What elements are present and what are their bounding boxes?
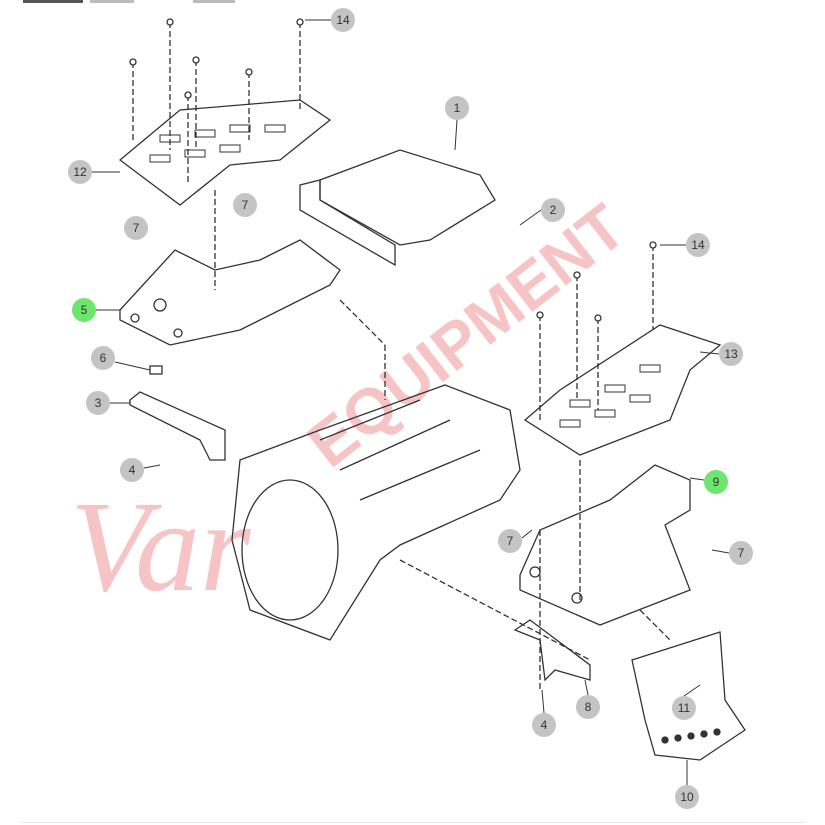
bracket-3 bbox=[129, 391, 226, 461]
plate-12 bbox=[118, 99, 332, 206]
bolts bbox=[132, 22, 301, 290]
bracket-5 bbox=[119, 239, 341, 346]
tray-10-holes bbox=[661, 728, 721, 744]
callout-6[interactable]: 6 bbox=[91, 346, 115, 370]
bracket-9 bbox=[519, 464, 691, 626]
callout-13[interactable]: 13 bbox=[719, 342, 743, 366]
callout-3[interactable]: 3 bbox=[86, 391, 110, 415]
callout-7[interactable]: 7 bbox=[498, 529, 522, 553]
bracket-8 bbox=[513, 619, 591, 682]
bolt-heads bbox=[129, 18, 304, 99]
callout-2[interactable]: 2 bbox=[541, 198, 565, 222]
tab-bar-gray[interactable] bbox=[90, 0, 134, 3]
callout-12[interactable]: 12 bbox=[68, 160, 92, 184]
tab-bar-dark[interactable] bbox=[23, 0, 83, 3]
pad-6 bbox=[149, 365, 163, 375]
plate-13-slots bbox=[559, 364, 661, 428]
callout-10[interactable]: 10 bbox=[675, 785, 699, 809]
callout-8[interactable]: 8 bbox=[576, 695, 600, 719]
leader-lines bbox=[92, 19, 730, 785]
cover-1 bbox=[319, 149, 496, 246]
callout-14[interactable]: 14 bbox=[686, 233, 710, 257]
callout-7[interactable]: 7 bbox=[729, 541, 753, 565]
callout-5[interactable]: 5 bbox=[72, 298, 96, 322]
callout-4[interactable]: 4 bbox=[120, 458, 144, 482]
watermark-block: EQUIPMENT bbox=[294, 190, 638, 481]
plate-12-slots bbox=[149, 124, 286, 163]
divider bbox=[20, 822, 805, 823]
plate-13 bbox=[523, 324, 722, 456]
tab-bar-gray[interactable] bbox=[193, 0, 235, 3]
callout-7[interactable]: 7 bbox=[233, 193, 257, 217]
watermark-script: Var bbox=[70, 475, 251, 619]
transmission-housing bbox=[231, 384, 521, 641]
callout-9[interactable]: 9 bbox=[704, 470, 728, 494]
callout-14[interactable]: 14 bbox=[331, 8, 355, 32]
callout-4[interactable]: 4 bbox=[532, 713, 556, 737]
tray-10 bbox=[631, 631, 746, 761]
callout-11[interactable]: 11 bbox=[672, 696, 696, 720]
watermark: Var EQUIPMENT bbox=[70, 190, 638, 619]
callout-7[interactable]: 7 bbox=[124, 216, 148, 240]
callout-1[interactable]: 1 bbox=[445, 96, 469, 120]
